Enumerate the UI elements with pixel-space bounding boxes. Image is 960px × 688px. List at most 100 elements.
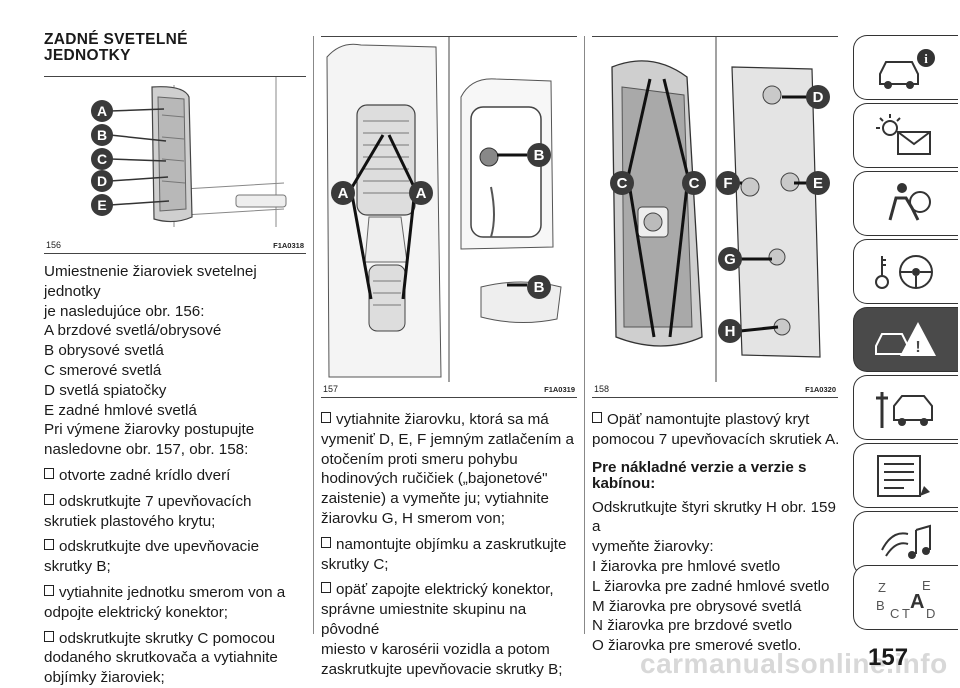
svg-text:B: B xyxy=(97,127,107,143)
section-title-line2: JEDNOTKY xyxy=(44,47,131,64)
callout-b: B xyxy=(91,124,113,146)
bulb-list-d: D svetlá spiatočky xyxy=(44,381,167,399)
tab-technical-data[interactable] xyxy=(853,443,958,508)
svg-text:i: i xyxy=(924,51,928,66)
page-number: 157 xyxy=(868,644,909,671)
svg-text:B: B xyxy=(534,279,545,296)
step-8: opäť zapojte elektrický konektor, xyxy=(321,580,577,600)
callout-c-left: C xyxy=(610,171,634,195)
figure-158-number: 158 xyxy=(594,384,610,394)
column-divider-1 xyxy=(313,36,314,634)
callout-b-lower: B xyxy=(527,275,551,299)
procedure-line-2: nasledovne obr. 157, obr. 158: xyxy=(44,441,249,459)
step-8-cont-3: zaskrutkujte upevňovacie skrutky B; xyxy=(321,660,563,678)
checkbox-bullet-icon xyxy=(321,412,331,423)
lamp-bulb-holders-illustration: C C D F E G H xyxy=(592,37,838,382)
svg-text:C: C xyxy=(689,175,700,192)
step-7-cont: skrutky C; xyxy=(321,555,389,573)
column-3-text: Opäť namontujte plastový kryt pomocou 7 … xyxy=(592,410,842,656)
svg-text:D: D xyxy=(813,89,824,106)
svg-text:A: A xyxy=(416,185,427,202)
svg-text:C: C xyxy=(97,151,107,167)
bulb-list-c: C smerové svetlá xyxy=(44,361,162,379)
column-divider-2 xyxy=(584,36,585,634)
step-3: odskrutkujte dve upevňovacie xyxy=(44,537,306,557)
checkbox-bullet-icon xyxy=(321,536,331,548)
callout-d: D xyxy=(806,85,830,109)
figure-157-number: 157 xyxy=(323,384,339,394)
svg-text:C: C xyxy=(890,606,899,621)
callout-e: E xyxy=(806,171,830,195)
column-2-text: vytiahnite žiarovku, ktorá sa má vymeniť… xyxy=(321,410,577,679)
column-1-text: Umiestnenie žiaroviek svetelnej jednotky… xyxy=(44,262,306,688)
step-2-cont: skrutiek plastového krytu; xyxy=(44,512,216,530)
checkbox-bullet-icon xyxy=(44,467,54,479)
para-line-5: M žiarovka pre obrysové svetlá xyxy=(592,597,802,615)
tab-starting-driving[interactable] xyxy=(853,239,958,304)
svg-text:D: D xyxy=(97,173,107,189)
svg-text:B: B xyxy=(876,598,885,613)
para-line-7: O žiarovka pre smerové svetlo. xyxy=(592,637,802,655)
step-6-cont-2: otočením proti smeru pohybu xyxy=(321,450,518,468)
para-line-1: Odskrutkujte štyri skrutky H obr. 159 a xyxy=(592,498,836,536)
procedure-line-1: Pri výmene žiarovky postupujte xyxy=(44,421,255,439)
checkbox-bullet-icon xyxy=(592,412,602,423)
svg-text:T: T xyxy=(902,606,910,621)
tab-vehicle-info[interactable]: i xyxy=(853,35,958,100)
tab-in-an-emergency[interactable]: ! xyxy=(853,307,958,372)
svg-text:D: D xyxy=(926,606,935,621)
svg-text:A: A xyxy=(97,103,107,119)
step-8-cont-1: správne umiestnite skupinu na pôvodné xyxy=(321,601,527,638)
svg-text:!: ! xyxy=(915,339,920,356)
para-line-6: N žiarovka pre brzdové svetlo xyxy=(592,617,793,635)
svg-text:C: C xyxy=(617,175,628,192)
intro-line-2: je nasledujúce obr. 156: xyxy=(44,302,205,320)
figure-156-number: 156 xyxy=(46,240,62,250)
step-2: odskrutkujte 7 upevňovacích xyxy=(44,492,306,512)
step-5-cont-2: objímky žiaroviek; xyxy=(44,669,165,687)
section-title: ZADNÉ SVETELNÉ JEDNOTKY xyxy=(44,32,188,64)
step-6: vytiahnite žiarovku, ktorá sa má xyxy=(321,410,577,430)
svg-text:G: G xyxy=(724,251,736,268)
car-warning-triangle-icon: ! xyxy=(875,322,936,356)
step-6-cont-5: žiarovku G, H smerom von; xyxy=(321,509,505,527)
checkbox-bullet-icon xyxy=(44,539,54,551)
taillight-exterior-illustration: A B C D E xyxy=(44,77,306,237)
checkbox-bullet-icon xyxy=(321,582,331,594)
step-5: odskrutkujte skrutky C pomocou xyxy=(44,629,306,649)
para-line-2: vymeňte žiarovky: xyxy=(592,538,714,556)
multimedia-music-icon xyxy=(881,524,931,559)
checkbox-bullet-icon xyxy=(44,584,54,596)
callout-a-right: A xyxy=(409,181,433,205)
technical-data-list-icon xyxy=(877,455,930,497)
para-line-3: I žiarovka pre hmlové svetlo xyxy=(592,557,781,575)
figure-157-code: F1A0319 xyxy=(544,385,575,394)
callout-c-right: C xyxy=(682,171,706,195)
tab-warning-lights[interactable] xyxy=(853,103,958,168)
svg-text:F: F xyxy=(723,175,732,192)
svg-text:A: A xyxy=(910,591,924,613)
callout-a-left: A xyxy=(331,181,355,205)
intro-line-1: Umiestnenie žiaroviek svetelnej jednotky xyxy=(44,263,257,300)
step-1: otvorte zadné krídlo dverí xyxy=(44,466,306,486)
tab-index[interactable]: Z E B C T A D xyxy=(853,565,958,630)
step-8-cont-2: miesto v karosérii vozidla a potom xyxy=(321,640,550,658)
figure-156: A B C D E 156 F1A0318 xyxy=(44,76,306,254)
airbag-safety-icon xyxy=(888,183,931,221)
tab-safety[interactable] xyxy=(853,171,958,236)
bulb-list-b: B obrysové svetlá xyxy=(44,342,164,360)
step-9: Opäť namontujte plastový kryt xyxy=(592,410,842,430)
tab-maintenance[interactable] xyxy=(853,375,958,440)
wrench-car-icon xyxy=(876,392,933,428)
callout-h: H xyxy=(718,319,742,343)
door-cover-illustration: A A B B xyxy=(321,37,577,382)
callout-f: F xyxy=(716,171,740,195)
callout-b-upper: B xyxy=(527,143,551,167)
step-6-cont-4: zaistenie) a vymeňte ju; vytiahnite xyxy=(321,490,549,508)
svg-text:E: E xyxy=(97,197,106,213)
bulb-list-a: A brzdové svetlá/obrysové xyxy=(44,322,222,340)
step-4: vytiahnite jednotku smerom von a xyxy=(44,583,306,603)
checkbox-bullet-icon xyxy=(44,493,54,505)
callout-g: G xyxy=(718,247,742,271)
key-steering-wheel-icon xyxy=(875,255,933,289)
